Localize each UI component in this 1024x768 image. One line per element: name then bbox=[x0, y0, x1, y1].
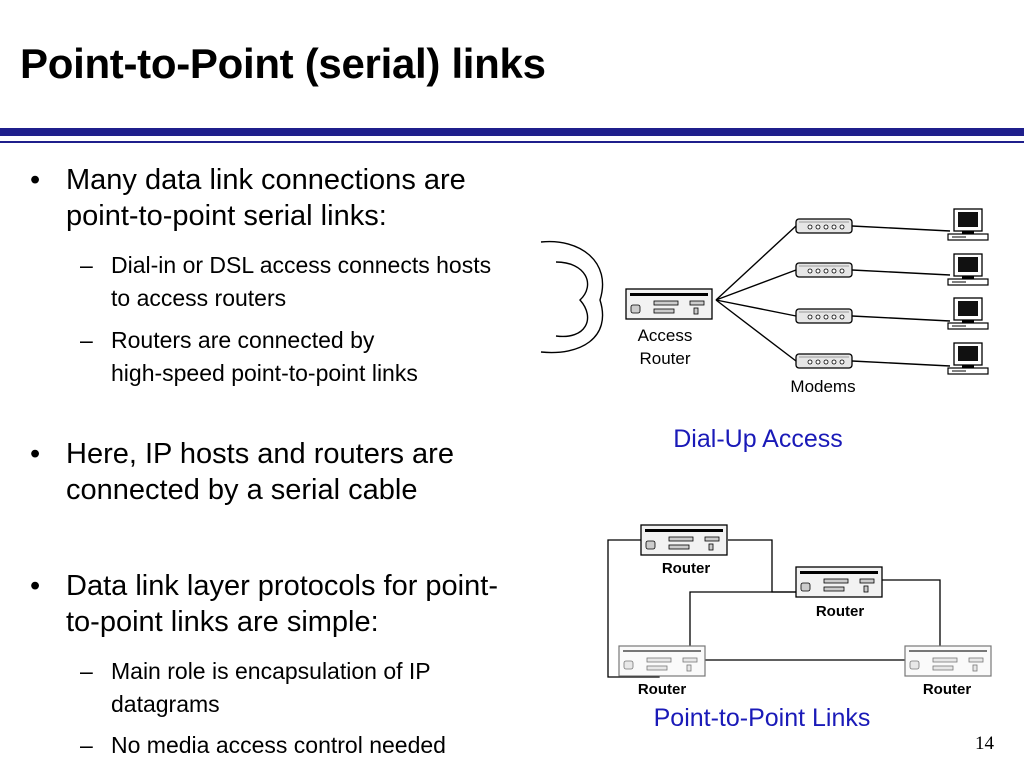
bullet-marker: • bbox=[30, 164, 41, 196]
bullet-text-line: connected by a serial cable bbox=[66, 474, 418, 506]
bullet-text-line: to-point links are simple: bbox=[66, 606, 379, 638]
bullet-text-line: Many data link connections are bbox=[66, 164, 466, 196]
router-icon bbox=[904, 645, 992, 677]
bullet-text-line: point-to-point serial links: bbox=[66, 200, 387, 232]
modem-icon bbox=[795, 353, 853, 369]
modem-icon bbox=[795, 308, 853, 324]
computer-icon bbox=[947, 342, 989, 375]
bullet-marker: • bbox=[30, 570, 41, 602]
sub-bullet-text-line: Main role is encapsulation of IP bbox=[111, 658, 431, 684]
sub-bullet-text-line: Routers are connected by bbox=[111, 327, 375, 353]
sub-bullet-text-line: Dial-in or DSL access connects hosts bbox=[111, 252, 492, 278]
dash-marker: – bbox=[80, 327, 93, 353]
link-line bbox=[715, 269, 797, 301]
modems-label: Modems bbox=[790, 377, 855, 396]
bullet-text-line: Data link layer protocols for point- bbox=[66, 570, 498, 602]
sub-bullet-text-line: datagrams bbox=[111, 691, 220, 717]
link-line bbox=[851, 360, 951, 367]
link-line bbox=[728, 539, 796, 593]
link-line bbox=[851, 269, 951, 276]
sub-bullet-text-line: No media access control needed bbox=[111, 732, 446, 758]
p2p-diagram: Router Router Router Router Point-to-Poi… bbox=[607, 524, 992, 732]
link-line bbox=[689, 591, 796, 646]
router-icon bbox=[795, 566, 883, 598]
slide-number: 14 bbox=[975, 733, 994, 754]
computer-icon bbox=[947, 297, 989, 330]
link-line bbox=[715, 299, 797, 362]
access-router-label: Router bbox=[639, 349, 690, 368]
dash-marker: – bbox=[80, 658, 93, 684]
link-line bbox=[715, 225, 797, 301]
router-label: Router bbox=[923, 681, 971, 698]
modem-icon bbox=[795, 218, 853, 234]
title-rule-thin bbox=[0, 141, 1024, 143]
router-label: Router bbox=[816, 603, 864, 620]
modem-icon bbox=[795, 262, 853, 278]
dash-marker: – bbox=[80, 252, 93, 278]
dash-marker: – bbox=[80, 732, 93, 758]
sub-bullet-text-line: high-speed point-to-point links bbox=[111, 360, 418, 386]
bullet-text-line: Here, IP hosts and routers are bbox=[66, 438, 454, 470]
slide-title: Point-to-Point (serial) links bbox=[20, 40, 546, 87]
p2p-caption: Point-to-Point Links bbox=[654, 704, 871, 732]
router-icon bbox=[618, 645, 706, 677]
sub-bullet-text-line: to access routers bbox=[111, 285, 287, 311]
link-line bbox=[882, 579, 941, 646]
router-label: Router bbox=[662, 560, 710, 577]
router-icon bbox=[640, 524, 728, 556]
network-cloud-edge bbox=[540, 240, 604, 354]
computer-icon bbox=[947, 208, 989, 241]
router-label: Router bbox=[638, 681, 686, 698]
link-line bbox=[715, 299, 797, 317]
access-router-label: Access bbox=[638, 326, 693, 345]
link-line bbox=[851, 315, 951, 322]
access-router-icon bbox=[625, 288, 713, 320]
computer-icon bbox=[947, 253, 989, 286]
dialup-caption: Dial-Up Access bbox=[673, 425, 843, 453]
title-rule-thick bbox=[0, 128, 1024, 136]
link-line bbox=[851, 225, 951, 232]
bullet-marker: • bbox=[30, 438, 41, 470]
dialup-diagram: Access Router Modems Dial-Up Access bbox=[540, 208, 989, 453]
